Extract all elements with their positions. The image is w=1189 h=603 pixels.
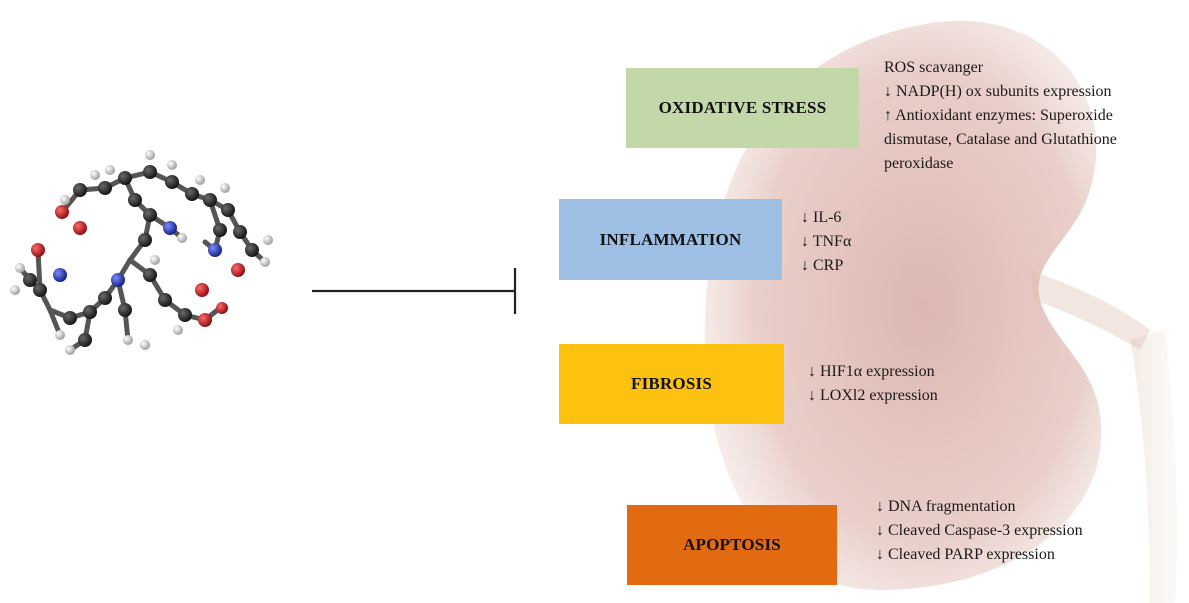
oxidative-stress-box: OXIDATIVE STRESS xyxy=(626,68,859,148)
molecule-3d-icon xyxy=(10,150,273,355)
apoptosis-box: APOPTOSIS xyxy=(627,505,837,585)
fibrosis-label: FIBROSIS xyxy=(631,374,712,393)
inflammation-box: INFLAMMATION xyxy=(559,199,782,280)
effect-line: ROS scavanger xyxy=(884,59,984,76)
effect-line: ↓ Cleaved Caspase-3 expression xyxy=(876,522,1083,539)
effect-line: ↓ Cleaved PARP expression xyxy=(876,546,1055,563)
inflammation-effects: ↓ IL-6 ↓ TNFα ↓ CRP xyxy=(801,206,851,278)
fibrosis-effects: ↓ HIF1α expression ↓ LOXl2 expression xyxy=(808,360,938,408)
inflammation-label: INFLAMMATION xyxy=(599,229,742,249)
fibrosis-box: FIBROSIS xyxy=(559,344,784,424)
effect-line: ↓ LOXl2 expression xyxy=(808,387,938,404)
effect-line: ↓ TNFα xyxy=(801,233,852,250)
effect-line: dismutase, Catalase and Glutathione xyxy=(884,131,1117,148)
effect-line: ↑ Antioxidant enzymes: Superoxide xyxy=(884,107,1113,124)
effect-line: ↓ IL-6 xyxy=(801,209,842,226)
effect-line: ↓ CRP xyxy=(801,257,844,274)
effect-line: peroxidase xyxy=(884,155,954,172)
apoptosis-effects: ↓ DNA fragmentation ↓ Cleaved Caspase-3 … xyxy=(876,495,1083,567)
effect-line: ↓ HIF1α expression xyxy=(808,363,935,380)
inhibition-arrow-icon xyxy=(312,268,517,314)
effect-line: ↓ NADP(H) ox subunits expression xyxy=(884,83,1112,100)
oxidative-stress-effects: ROS scavanger ↓ NADP(H) ox subunits expr… xyxy=(884,56,1117,176)
oxidative-stress-label: OXIDATIVE STRESS xyxy=(658,98,827,117)
effect-line: ↓ DNA fragmentation xyxy=(876,498,1016,515)
apoptosis-label: APOPTOSIS xyxy=(683,535,781,554)
